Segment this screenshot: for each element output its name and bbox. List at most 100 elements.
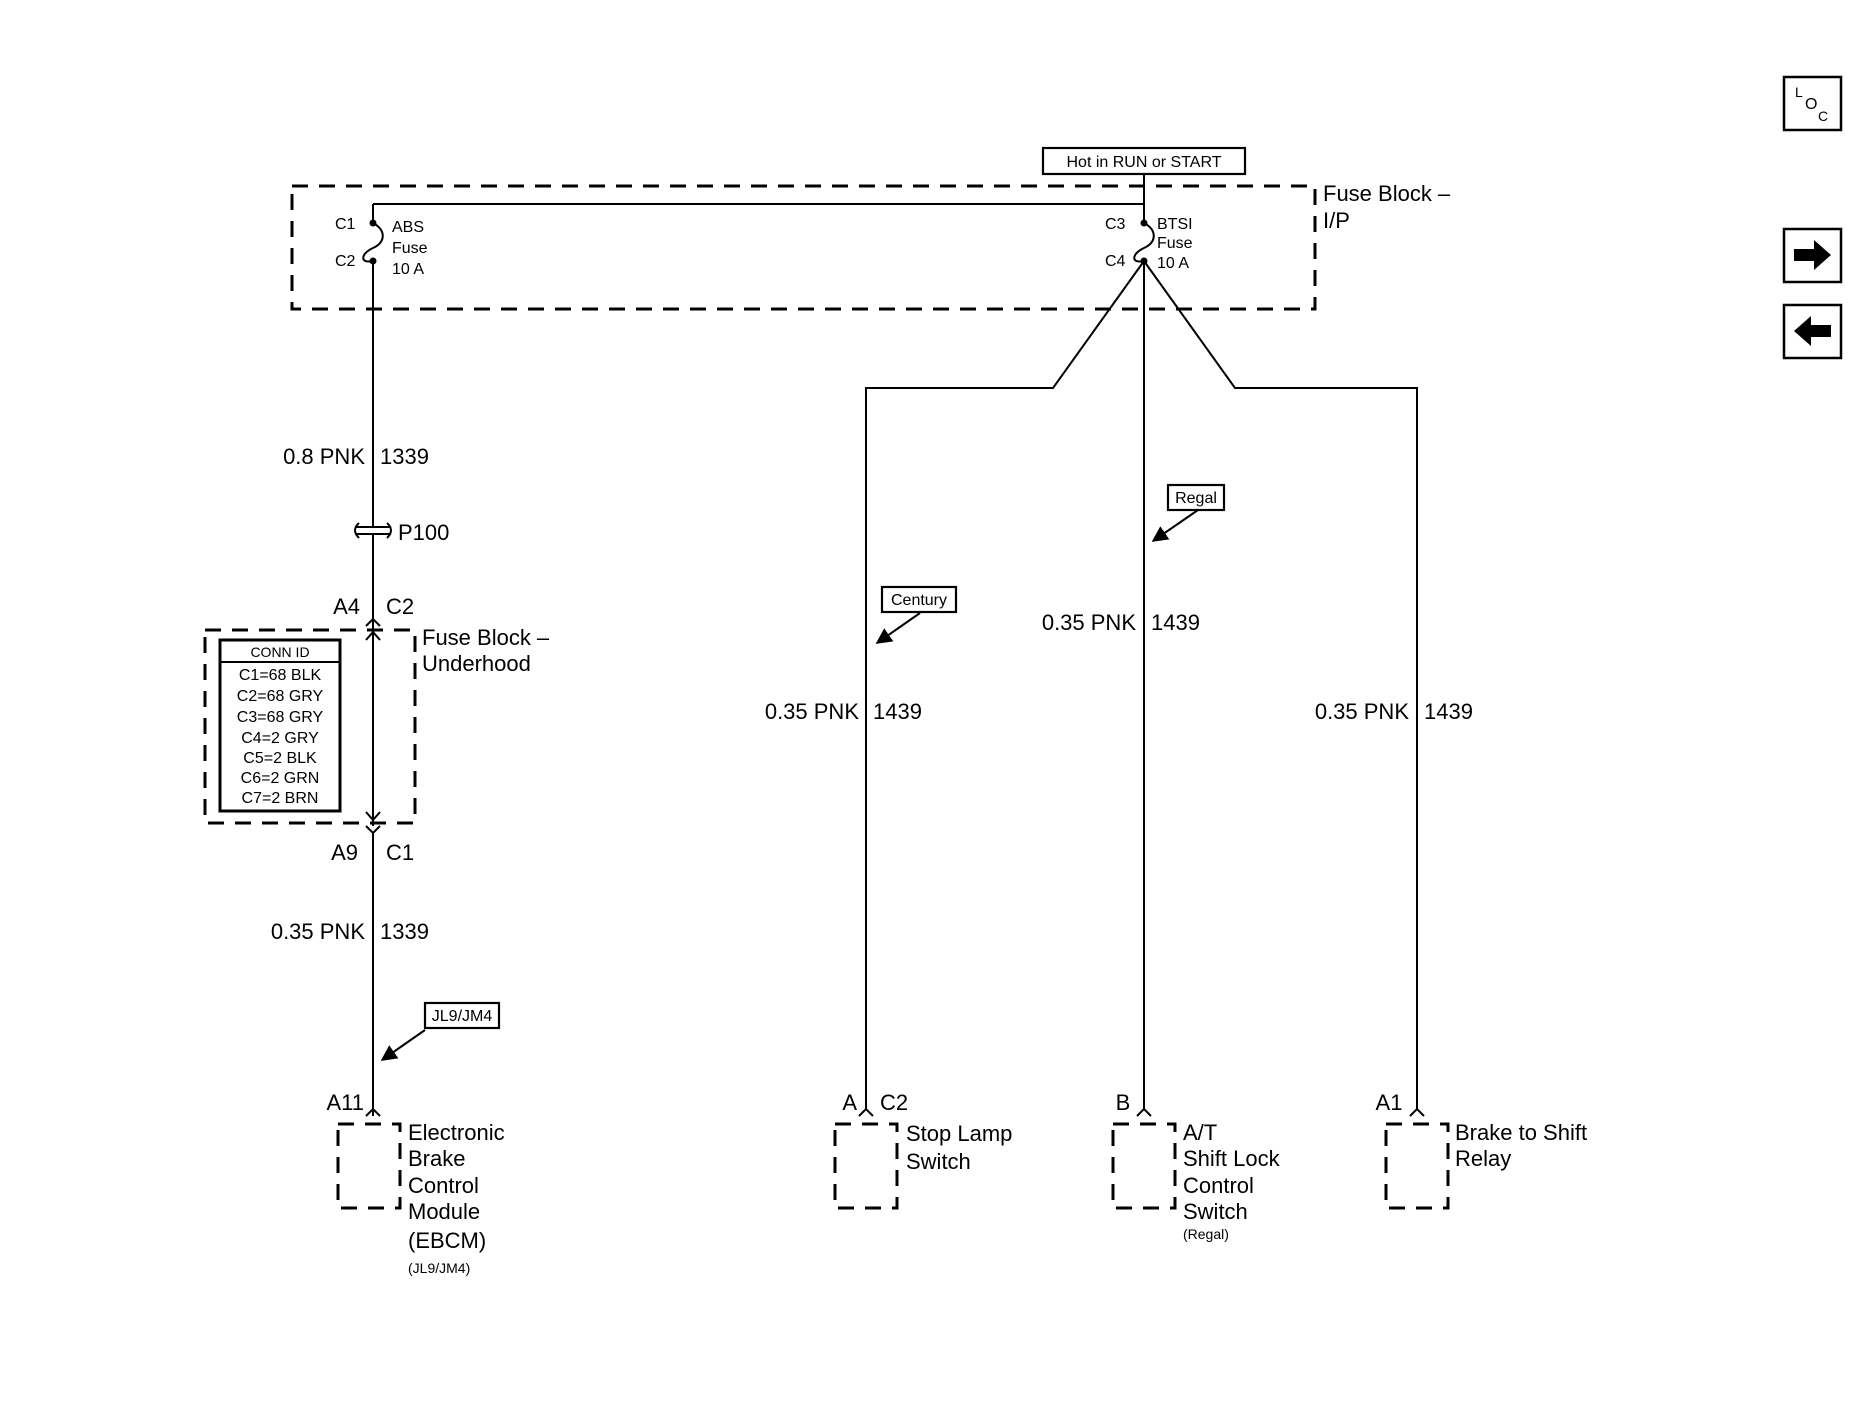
relay-label-line: Relay [1455,1146,1511,1171]
option-tag-century-pointer [875,612,921,644]
conn-id-row: C1=68 BLK [239,667,322,684]
shift-lock-label: A/T Shift Lock Control Switch [1183,1120,1281,1224]
conn-id-row: C5=2 BLK [243,750,317,767]
underhood-bottom-left-pin: A9 [331,840,358,865]
ebcm-label-line: Brake [408,1146,465,1171]
ebcm-note: (JL9/JM4) [408,1260,470,1276]
ebcm-label-line: Control [408,1173,479,1198]
p100-connector-cap-right [386,522,392,539]
wire-1439-relay-gauge: 0.35 PNK [1315,699,1409,724]
next-button[interactable] [1782,227,1843,284]
stop-lamp-switch [833,1122,899,1210]
underhood-top-terminal [365,617,381,627]
wire-1339-lower-circuit: 1339 [380,919,429,944]
underhood-top-right-pin: C2 [386,594,414,619]
fuse-block-underhood-boundary [203,628,417,825]
abs-fuse-label-1: ABS [392,219,424,236]
option-tag-century-box [880,585,958,614]
ebcm-label-line: Module [408,1199,480,1224]
stop-lamp-label-line: Switch [906,1149,971,1174]
wire-1439-stop-lamp [865,260,1145,1110]
power-label: Hot in RUN or START [1067,154,1222,171]
fuse-block-underhood-label-2: Underhood [422,651,531,676]
btsi-fuse-label-1: BTSI [1157,216,1193,233]
abs-fuse-top-pin: C1 [335,216,356,233]
p100-connector-cap-left [354,522,360,539]
shift-lock-label-line: A/T [1183,1120,1217,1145]
relay-pin: A1 [1376,1090,1403,1115]
wire-1339-upper-gauge: 0.8 PNK [283,444,365,469]
underhood-bottom-terminal [365,825,381,835]
p100-connector-label: P100 [398,520,449,545]
option-tag-jl9-pointer [380,1029,426,1061]
btsi-fuse-top-pin: C3 [1105,216,1126,233]
underhood-internal-bottom-arrow [365,811,381,822]
option-tag-regal-box [1166,483,1226,512]
wire-1339-lower-gauge: 0.35 PNK [271,919,365,944]
fuse-block-ip-label-2: I/P [1323,208,1350,233]
shift-lock-label-line: Shift Lock [1183,1146,1281,1171]
stop-lamp-label-line: Stop Lamp [906,1121,1012,1146]
fuse-block-ip-boundary [290,184,1317,311]
conn-id-row: C7=2 BRN [242,790,319,807]
conn-id-row: C4=2 GRY [241,730,319,747]
abs-fuse-label-2: Fuse [392,240,428,257]
btsi-fuse-label-2: Fuse [1157,235,1193,252]
shift-lock-pin: B [1116,1090,1131,1115]
conn-id-row: C3=68 GRY [237,709,324,726]
stop-lamp-pin-left: A [842,1090,857,1115]
ebcm-component [336,1122,402,1210]
arrow-right-icon [1794,240,1831,270]
option-tag-jl9-box [423,1001,501,1030]
ebcm-terminal [365,1107,381,1117]
fuse-block-ip-label-1: Fuse Block – [1323,181,1451,206]
shift-lock-switch [1111,1122,1177,1210]
brake-to-shift-relay [1384,1122,1450,1210]
option-tag-jl9: JL9/JM4 [432,1008,493,1025]
wire-1339-upper-circuit: 1339 [380,444,429,469]
loc-icon-c: C [1818,108,1828,124]
option-tag-century: Century [891,592,947,609]
relay-terminal [1409,1107,1425,1117]
ebcm-pin: A11 [326,1090,364,1115]
underhood-top-left-pin: A4 [333,594,360,619]
conn-id-header: CONN ID [250,644,309,660]
abs-fuse-bottom-pin: C2 [335,253,356,270]
location-button[interactable]: L O C [1782,75,1843,132]
shift-lock-label-line: Control [1183,1173,1254,1198]
underhood-bottom-right-pin: C1 [386,840,414,865]
wire-1439-shift-lock-gauge: 0.35 PNK [1042,610,1136,635]
ebcm-label-line: Electronic [408,1120,505,1145]
ebcm-label: Electronic Brake Control Module (EBCM) [408,1120,505,1253]
wire-1439-stop-lamp-gauge: 0.35 PNK [765,699,859,724]
shift-lock-label-line: Switch [1183,1199,1248,1224]
stop-lamp-terminal [858,1107,874,1117]
shift-lock-terminal [1136,1107,1152,1117]
relay-label-line: Brake to Shift [1455,1120,1587,1145]
btsi-fuse-bottom-pin: C4 [1105,253,1126,270]
ebcm-label-line: (EBCM) [408,1228,486,1253]
loc-icon-l: L [1795,84,1803,100]
wire-1439-shift-lock-circuit: 1439 [1151,610,1200,635]
btsi-fuse-label-3: 10 A [1157,255,1189,272]
option-tag-regal: Regal [1175,490,1217,507]
wire-1439-relay [1143,260,1418,1110]
wire-1439-stop-lamp-circuit: 1439 [873,699,922,724]
btsi-fuse-element [1133,222,1155,263]
conn-id-row: C2=68 GRY [237,688,324,705]
conn-id-table [218,638,342,813]
conn-id-row: C6=2 GRN [241,770,320,787]
arrow-left-icon [1794,316,1831,346]
previous-button[interactable] [1782,303,1843,360]
stop-lamp-pin-right: C2 [880,1090,908,1115]
abs-fuse-label-3: 10 A [392,261,424,278]
conn-id-rows: C1=68 BLK C2=68 GRY C3=68 GRY C4=2 GRY C… [237,667,324,807]
underhood-internal-top-arrow [365,630,381,641]
shift-lock-note: (Regal) [1183,1226,1229,1242]
loc-icon-o: O [1805,96,1817,113]
fuse-block-underhood-label-1: Fuse Block – [422,625,550,650]
abs-fuse-element [362,222,384,263]
option-tag-regal-pointer [1151,509,1199,542]
wire-1439-relay-circuit: 1439 [1424,699,1473,724]
